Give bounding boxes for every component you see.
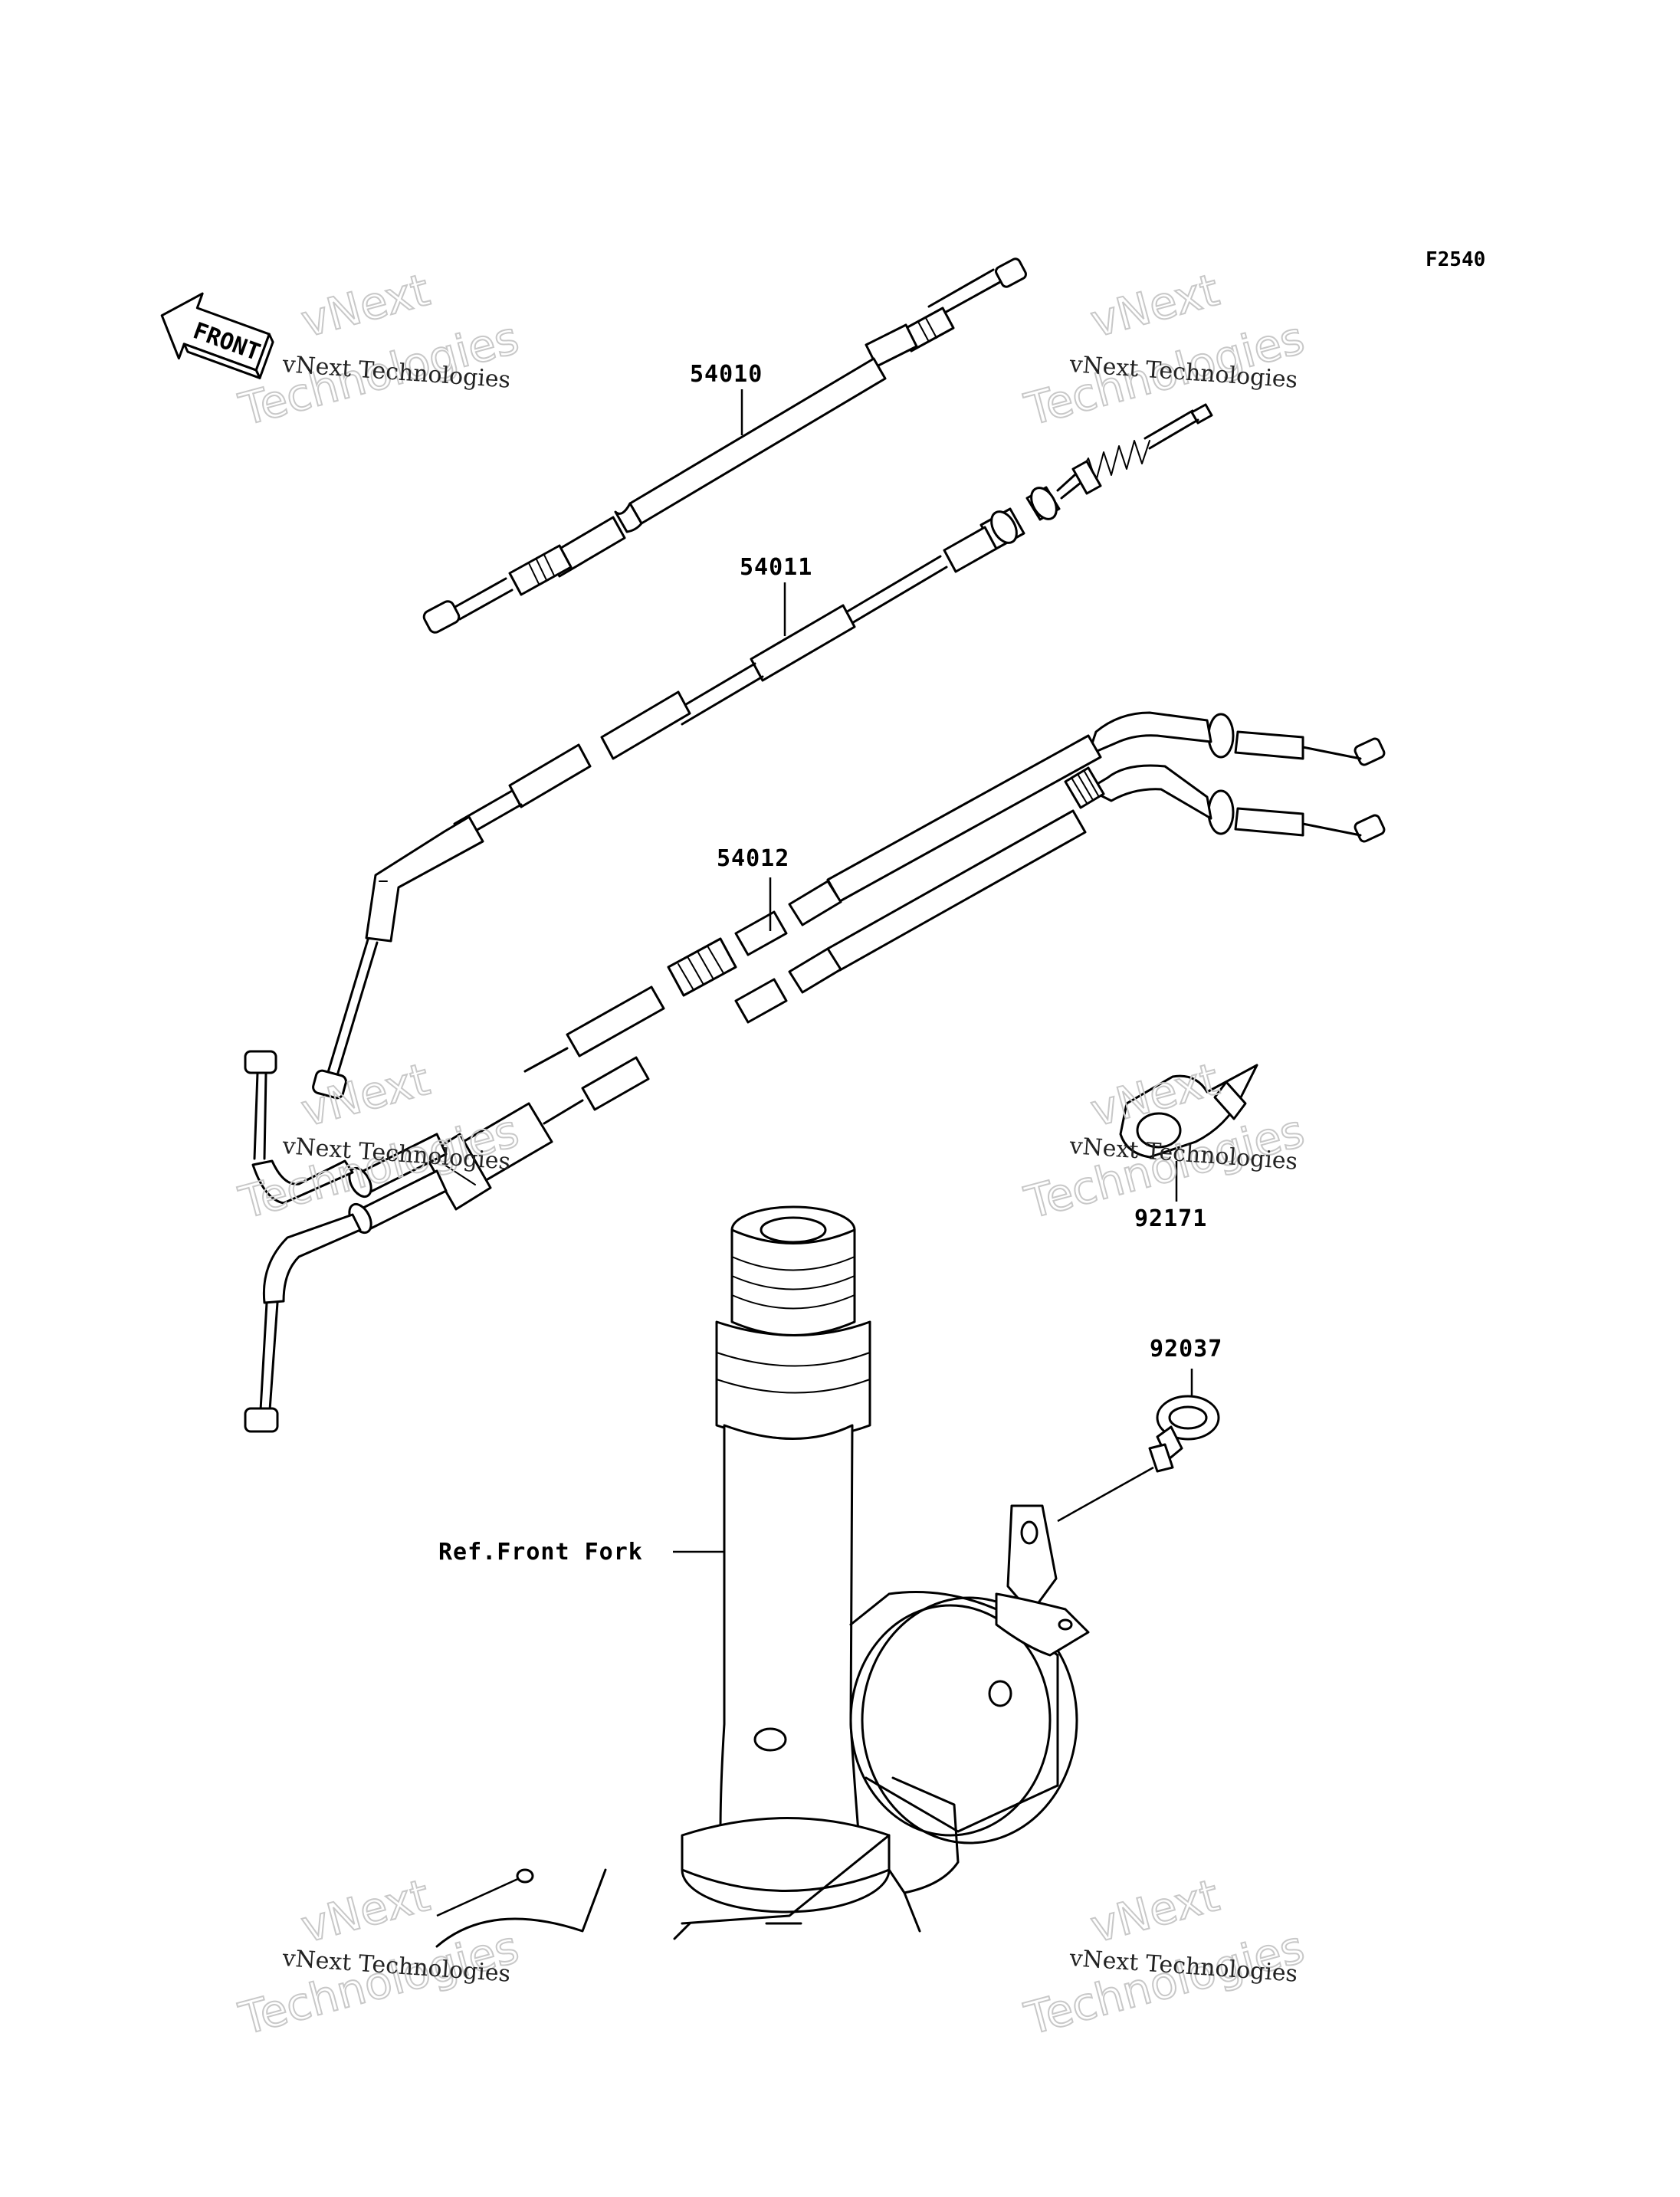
holder-92037 xyxy=(1148,1395,1220,1473)
front-fork xyxy=(681,1205,891,1913)
watermark-6: vNext Technologies vNext Technologies xyxy=(1019,1868,1310,2046)
svg-text:vNext: vNext xyxy=(296,264,435,348)
callout-ref-front-fork: Ref.Front Fork xyxy=(438,1539,643,1566)
svg-text:vNext: vNext xyxy=(1085,1869,1224,1953)
svg-text:vNext: vNext xyxy=(296,1053,435,1137)
watermark-1: vNext Technologies vNext Technologies xyxy=(233,263,524,437)
cable-54011 xyxy=(312,403,1213,1100)
watermark-2: vNext Technologies vNext Technologies xyxy=(1019,263,1310,437)
watermark-4: vNext Technologies vNext Technologies xyxy=(1019,1052,1310,1230)
steering-bracket xyxy=(435,1504,1090,1948)
callout-92171: 92171 xyxy=(1134,1205,1207,1232)
front-arrow-icon: FRONT xyxy=(160,292,274,379)
cable-54010 xyxy=(422,257,1027,634)
callout-54010: 54010 xyxy=(690,361,763,388)
svg-text:vNext: vNext xyxy=(1085,264,1224,348)
callout-54011: 54011 xyxy=(740,554,812,581)
callout-92037: 92037 xyxy=(1150,1336,1222,1362)
cable-54012 xyxy=(244,711,1386,1433)
svg-text:vNext: vNext xyxy=(296,1869,435,1953)
diagram-code: F2540 xyxy=(1426,248,1485,271)
callout-54012: 54012 xyxy=(717,845,789,872)
clamp-92171 xyxy=(1119,1064,1258,1159)
